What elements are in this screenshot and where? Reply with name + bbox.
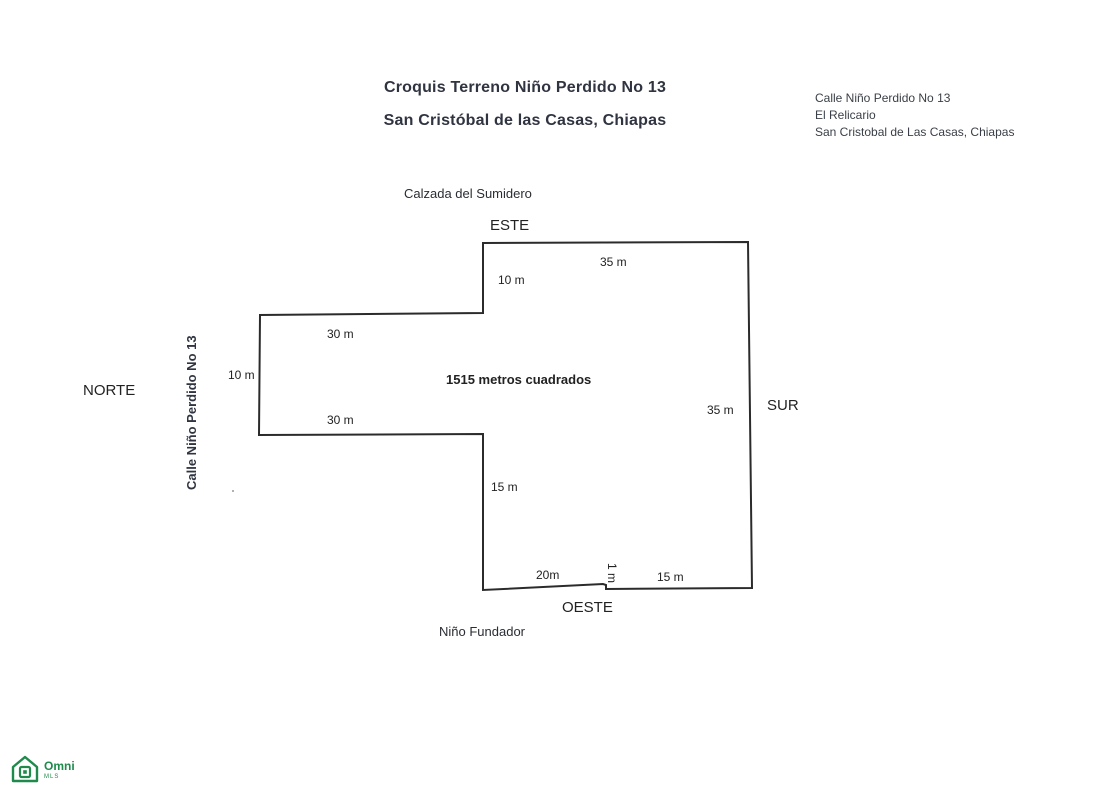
- street-left-label: Calle Niño Perdido No 13: [184, 335, 199, 490]
- direction-north-label: NORTE: [83, 382, 135, 399]
- address-city: San Cristobal de Las Casas, Chiapas: [815, 125, 1015, 139]
- page-subtitle: San Cristóbal de las Casas, Chiapas: [383, 112, 667, 129]
- logo-sub: MLS: [44, 774, 60, 780]
- direction-east-label: ESTE: [490, 217, 529, 234]
- direction-west-label: OESTE: [562, 599, 613, 616]
- dimension-right: 35 m: [707, 403, 734, 417]
- area-label: 1515 metros cuadrados: [446, 372, 591, 387]
- house-icon: [10, 754, 40, 789]
- lot-outline: [257, 240, 754, 592]
- dimension-bottom-jog: 1 m: [605, 563, 619, 583]
- page-title: Croquis Terreno Niño Perdido No 13: [383, 79, 667, 96]
- address-neighborhood: El Relicario: [815, 108, 876, 122]
- dimension-left: 10 m: [228, 368, 255, 382]
- dimension-bottom-left: 20m: [536, 568, 559, 582]
- logo-text: Omni MLS: [44, 759, 75, 782]
- street-top-label: Calzada del Sumidero: [404, 186, 532, 201]
- dimension-upper-left: 30 m: [327, 327, 354, 341]
- logo-name: Omni: [44, 759, 75, 773]
- scan-speck: [232, 490, 234, 492]
- omni-mls-logo: Omni MLS: [10, 754, 75, 789]
- direction-south-label: SUR: [767, 397, 799, 414]
- dimension-top-right: 35 m: [600, 255, 627, 269]
- address-block: Calle Niño Perdido No 13 El Relicario Sa…: [815, 90, 1014, 141]
- dimension-lower-step: 15 m: [491, 480, 518, 494]
- street-bottom-label: Niño Fundador: [439, 624, 526, 639]
- dimension-top-step: 10 m: [498, 273, 525, 287]
- address-street: Calle Niño Perdido No 13: [815, 91, 951, 105]
- dimension-lower-left: 30 m: [327, 413, 354, 427]
- dimension-bottom-right: 15 m: [657, 570, 684, 584]
